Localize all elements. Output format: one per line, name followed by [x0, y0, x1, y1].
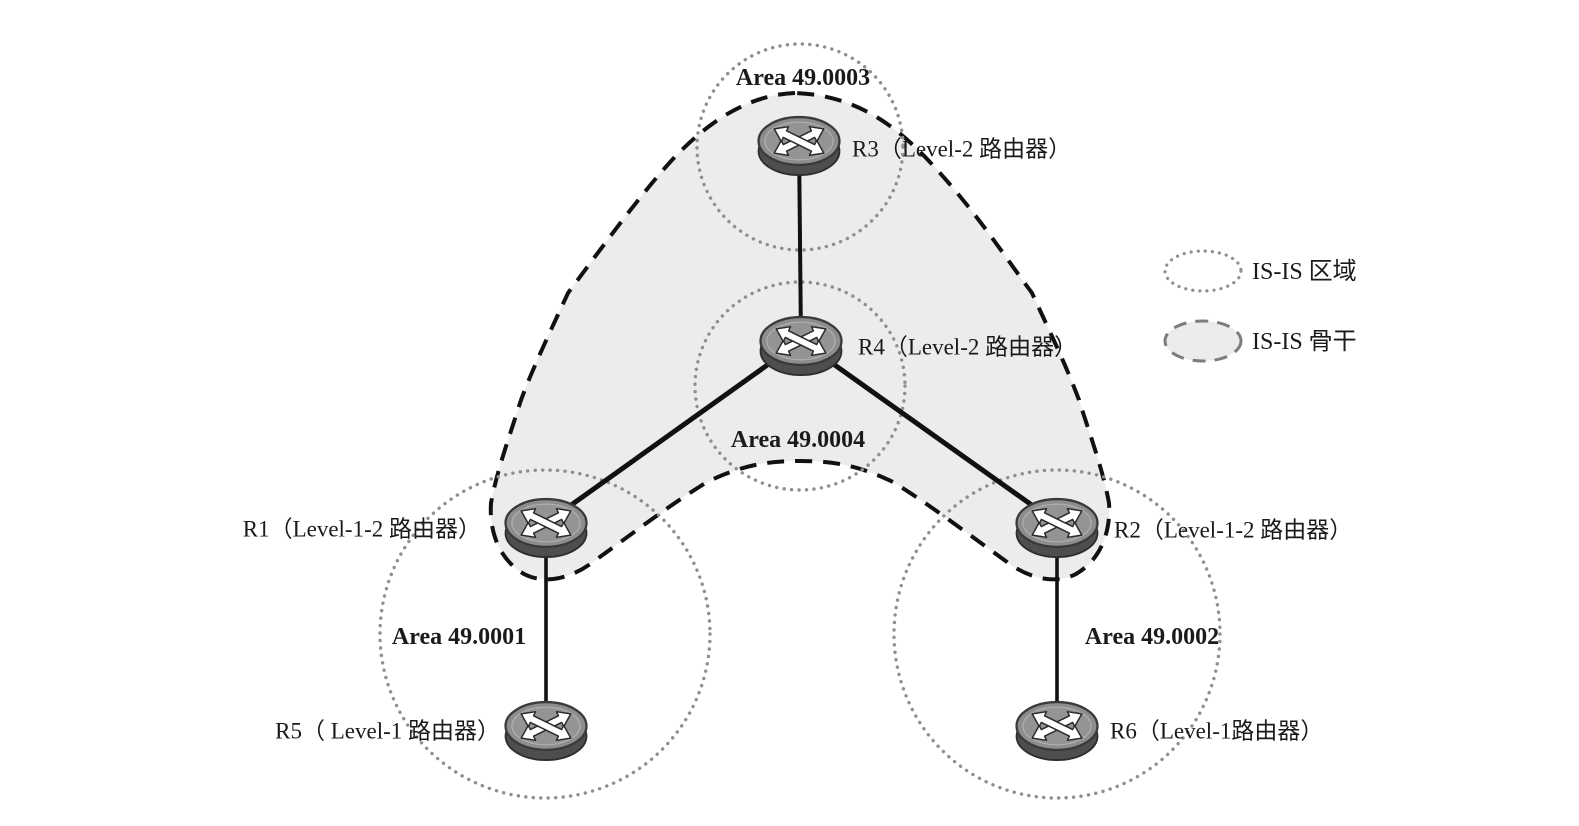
router-r4-icon	[759, 315, 843, 376]
area-label-area-49-0004: Area 49.0004	[731, 427, 865, 453]
router-arrows-icon	[1031, 710, 1083, 742]
router-r5-label: R5（ Level-1 路由器）	[275, 719, 500, 744]
router-r4-label: R4（Level-2 路由器）	[858, 335, 1077, 360]
router-arrow-nw-se-icon	[775, 325, 827, 357]
router-r2-label: R2（Level-1-2 路由器）	[1114, 518, 1352, 543]
area-label-area-49-0003: Area 49.0003	[736, 65, 870, 91]
legend-backbone-swatch-icon	[1163, 319, 1243, 363]
router-r3-icon	[757, 115, 841, 176]
router-arrows-icon	[773, 125, 825, 157]
router-arrow-nw-se-icon	[1031, 507, 1083, 539]
router-arrow-nw-se-icon	[1031, 710, 1083, 742]
legend-backbone-label: IS-IS 骨干	[1252, 329, 1357, 355]
router-r6-label: R6（Level-1路由器）	[1110, 719, 1323, 744]
area-circles-layer	[378, 42, 1222, 800]
router-arrows-icon	[520, 710, 572, 742]
link-r4-r2	[798, 338, 1060, 526]
legend-area-swatch-icon	[1163, 249, 1243, 293]
routers-layer	[504, 115, 1099, 761]
router-r1-label: R1（Level-1-2 路由器）	[243, 517, 481, 542]
router-r6-icon	[1015, 700, 1099, 761]
router-r1-icon	[504, 497, 588, 558]
router-arrow-nw-se-icon	[520, 710, 572, 742]
router-r3-label: R3（Level-2 路由器）	[852, 137, 1071, 162]
legend-area-label: IS-IS 区域	[1252, 258, 1357, 285]
router-arrows-icon	[520, 507, 572, 539]
router-r2-icon	[1015, 497, 1099, 558]
router-arrow-nw-se-icon	[773, 125, 825, 157]
area-label-area-49-0001: Area 49.0001	[392, 624, 526, 650]
area-label-area-49-0002: Area 49.0002	[1085, 624, 1219, 650]
router-arrow-nw-se-icon	[520, 507, 572, 539]
link-r4-r1	[543, 338, 804, 526]
router-arrows-icon	[775, 325, 827, 357]
area-circle-area-49-0002	[892, 468, 1222, 800]
area-circle-area-49-0003	[695, 42, 905, 252]
router-arrows-icon	[1031, 507, 1083, 539]
area-circle-area-49-0001	[378, 468, 712, 800]
area-circle-area-49-0004	[693, 280, 907, 492]
legend: IS-IS 区域 IS-IS 骨干	[1163, 249, 1357, 363]
router-r5-icon	[504, 700, 588, 761]
